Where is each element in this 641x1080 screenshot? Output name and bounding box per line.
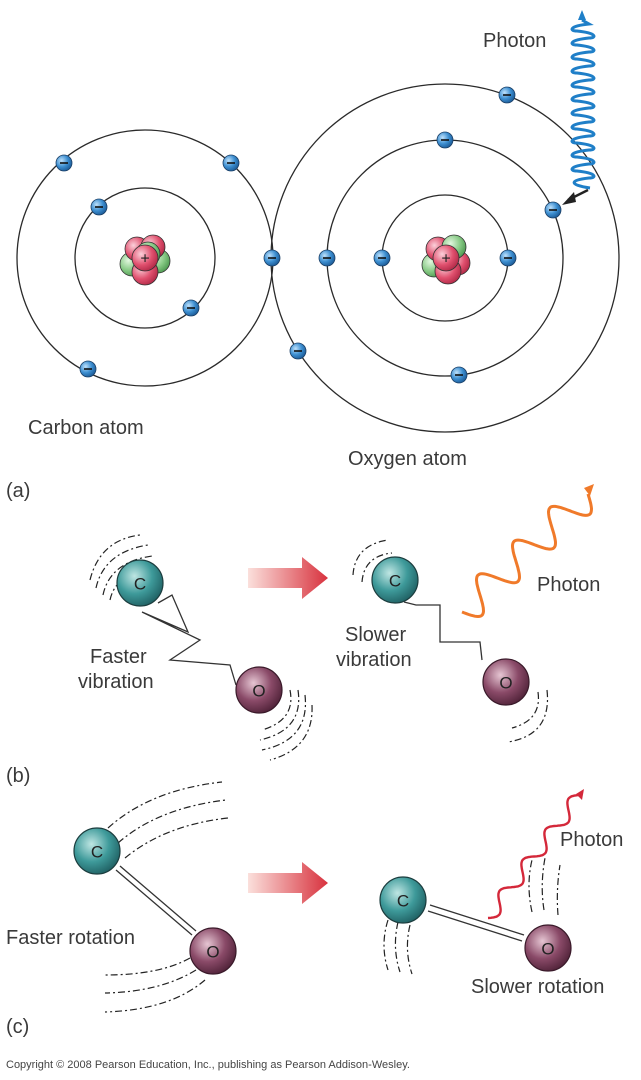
carbon-letter: C [397, 892, 409, 911]
nucleus-charge: + [140, 251, 149, 268]
faster-rotation-label: Faster rotation [6, 927, 135, 949]
oxygen-atom-b: O [235, 666, 283, 714]
carbon-atom: + Carbon atom [16, 129, 274, 439]
double-bond [115, 865, 197, 936]
electron-icon [499, 249, 517, 267]
electron-icon [222, 154, 240, 172]
electron-icon [498, 86, 516, 104]
motion-line [124, 817, 229, 859]
photon-label-b: Photon [537, 574, 600, 596]
motion-line [117, 799, 227, 844]
motion-line [104, 969, 197, 994]
motion-line [352, 539, 389, 576]
spring-bond-relaxed [403, 601, 483, 661]
motion-line [394, 921, 401, 973]
panel-c: C O Faster rotation C O Slower rotation … [6, 781, 623, 1013]
motion-line [261, 689, 292, 731]
motion-line [89, 534, 141, 581]
carbon-atom-c2: C [379, 876, 427, 924]
electron-icon [544, 201, 562, 219]
electron-icon [373, 249, 391, 267]
oxygen-atom: + Oxygen atom [263, 83, 620, 470]
carbon-electrons [55, 154, 240, 378]
motion-line [269, 704, 313, 761]
motion-line [528, 859, 533, 913]
panel-label-c: (c) [6, 1016, 29, 1038]
photon-arrowhead-icon [584, 484, 594, 496]
motion-line [95, 544, 149, 589]
photon-a: Photon [483, 10, 596, 205]
carbon-atom-label: Carbon atom [28, 417, 144, 439]
electron-icon [436, 131, 454, 149]
copyright-notice: Copyright © 2008 Pearson Education, Inc.… [6, 1059, 410, 1071]
carbon-letter: C [91, 843, 103, 862]
slower-rotation-label: Slower rotation [471, 976, 604, 998]
panel-b: C O Faster vibration C O Slower vibratio… [78, 484, 600, 761]
slower-vibration-label-1: Slower [345, 624, 406, 646]
faster-vibration-label-1: Faster [90, 646, 147, 668]
electron-icon [263, 249, 281, 267]
spring-bond [141, 594, 237, 686]
oxygen-letter: O [252, 682, 265, 701]
oxygen-nucleus: + [421, 234, 471, 285]
carbon-letter: C [389, 572, 401, 591]
slower-vibration-label-2: vibration [336, 649, 412, 671]
motion-line [104, 957, 191, 976]
oxygen-letter: O [499, 674, 512, 693]
motion-line [406, 924, 413, 975]
carbon-inner-shell [74, 187, 216, 329]
oxygen-atom-b2: O [482, 658, 530, 706]
photon-wave-icon [570, 18, 596, 190]
transition-arrow-icon [248, 862, 328, 904]
photon-arrowhead-icon [578, 10, 586, 20]
motion-line [109, 567, 157, 601]
carbon-atom-c: C [73, 827, 121, 875]
photon-label-a: Photon [483, 30, 546, 52]
oxygen-atom-label: Oxygen atom [348, 448, 467, 470]
oxygen-electrons [263, 86, 562, 384]
electron-icon [182, 299, 200, 317]
oxygen-letter: O [541, 940, 554, 959]
electron-icon [289, 342, 307, 360]
motion-line [507, 689, 549, 743]
carbon-atom-b2: C [371, 556, 419, 604]
photon-wave-icon [487, 793, 581, 920]
double-bond [427, 904, 525, 942]
carbon-atom-b: C [116, 559, 164, 607]
photon-label-c: Photon [560, 829, 623, 851]
panel-label-a: (a) [6, 480, 30, 502]
transition-arrow-icon [248, 557, 328, 599]
electron-icon [318, 249, 336, 267]
photon-wave-icon [461, 493, 594, 619]
electron-icon [79, 360, 97, 378]
faster-vibration-label-2: vibration [78, 671, 154, 693]
panel-label-b: (b) [6, 765, 30, 787]
motion-line [107, 781, 223, 829]
nucleus-charge: + [441, 251, 450, 268]
photon-arrowhead-icon [576, 789, 584, 800]
oxygen-atom-c: O [189, 927, 237, 975]
oxygen-atom-c2: O [524, 924, 572, 972]
carbon-letter: C [134, 575, 146, 594]
motion-line [361, 552, 393, 583]
carbon-nucleus: + [119, 234, 171, 286]
electron-icon [90, 198, 108, 216]
absorption-arrowhead-icon [562, 192, 576, 205]
motion-line [511, 691, 540, 729]
electron-icon [450, 366, 468, 384]
oxygen-letter: O [206, 943, 219, 962]
motion-line [102, 555, 153, 596]
motion-line [104, 979, 206, 1013]
motion-line [259, 689, 300, 741]
electron-icon [55, 154, 73, 172]
motion-line [556, 864, 561, 916]
motion-line [541, 857, 546, 911]
motion-line [383, 919, 389, 971]
